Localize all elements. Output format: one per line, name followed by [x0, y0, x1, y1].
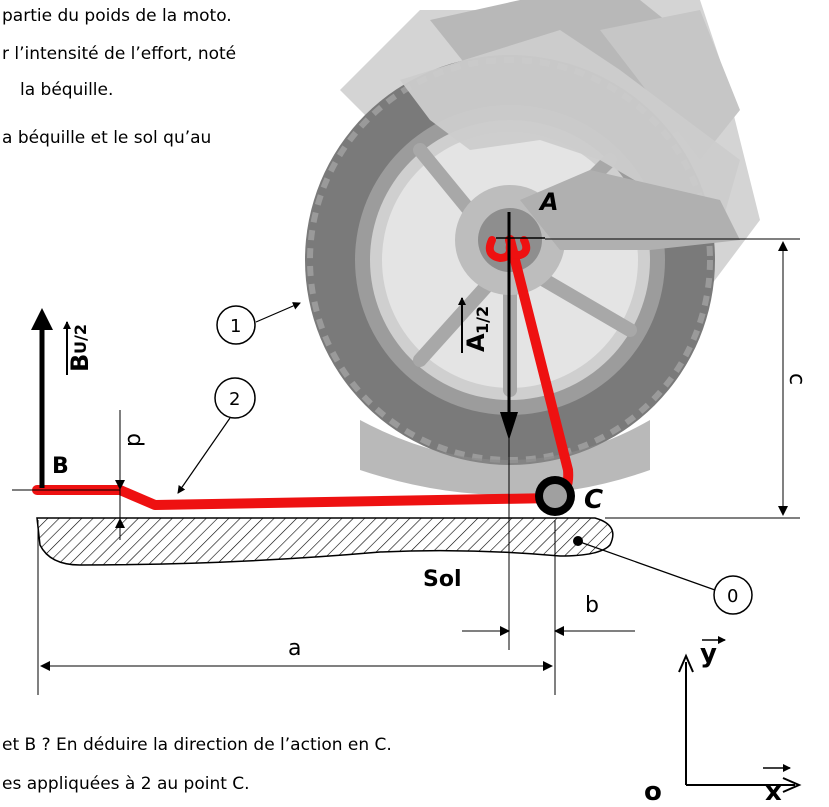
- vector-a-label: A: [462, 333, 490, 352]
- label-point-c: C: [584, 485, 603, 515]
- text-line-4: a béquille et le sol qu’au: [2, 128, 212, 148]
- part-1-label: 1: [230, 316, 241, 337]
- part-0-label: 0: [727, 586, 738, 607]
- ground-label: Sol: [423, 567, 462, 592]
- text-line-1: partie du poids de la moto.: [2, 6, 232, 26]
- axes: [678, 636, 802, 793]
- pivot-c: [535, 476, 575, 516]
- part-2-circle: [214, 377, 256, 419]
- axis-y-label: y: [700, 639, 717, 669]
- vector-b-arrowhead: [31, 308, 53, 330]
- label-point-a: A: [538, 188, 559, 216]
- vector-b-sub: U/2: [71, 324, 90, 354]
- text-bottom-2: es appliquées à 2 au point C.: [2, 774, 250, 794]
- axis-origin-label: o: [644, 777, 662, 807]
- axis-x-label: x: [765, 777, 782, 807]
- dim-c-label: c: [784, 373, 809, 385]
- wheel-picture: [305, 0, 760, 495]
- dim-p-label: p: [121, 433, 146, 447]
- text-bottom-1: et B ? En déduire la direction de l’acti…: [2, 735, 392, 755]
- text-line-3: la béquille.: [20, 80, 114, 100]
- ground: [36, 517, 614, 566]
- part-0-circle: [713, 575, 753, 615]
- vector-a-sub: 1/2: [473, 306, 492, 334]
- dim-b-label: b: [585, 593, 599, 618]
- text-line-2: r l’intensité de l’effort, noté: [2, 44, 237, 64]
- vector-b-label: B: [66, 354, 94, 372]
- part-2-label: 2: [229, 389, 240, 410]
- label-point-b: B: [52, 454, 69, 479]
- part-1-circle: [216, 305, 256, 345]
- dim-a-label: a: [288, 636, 301, 661]
